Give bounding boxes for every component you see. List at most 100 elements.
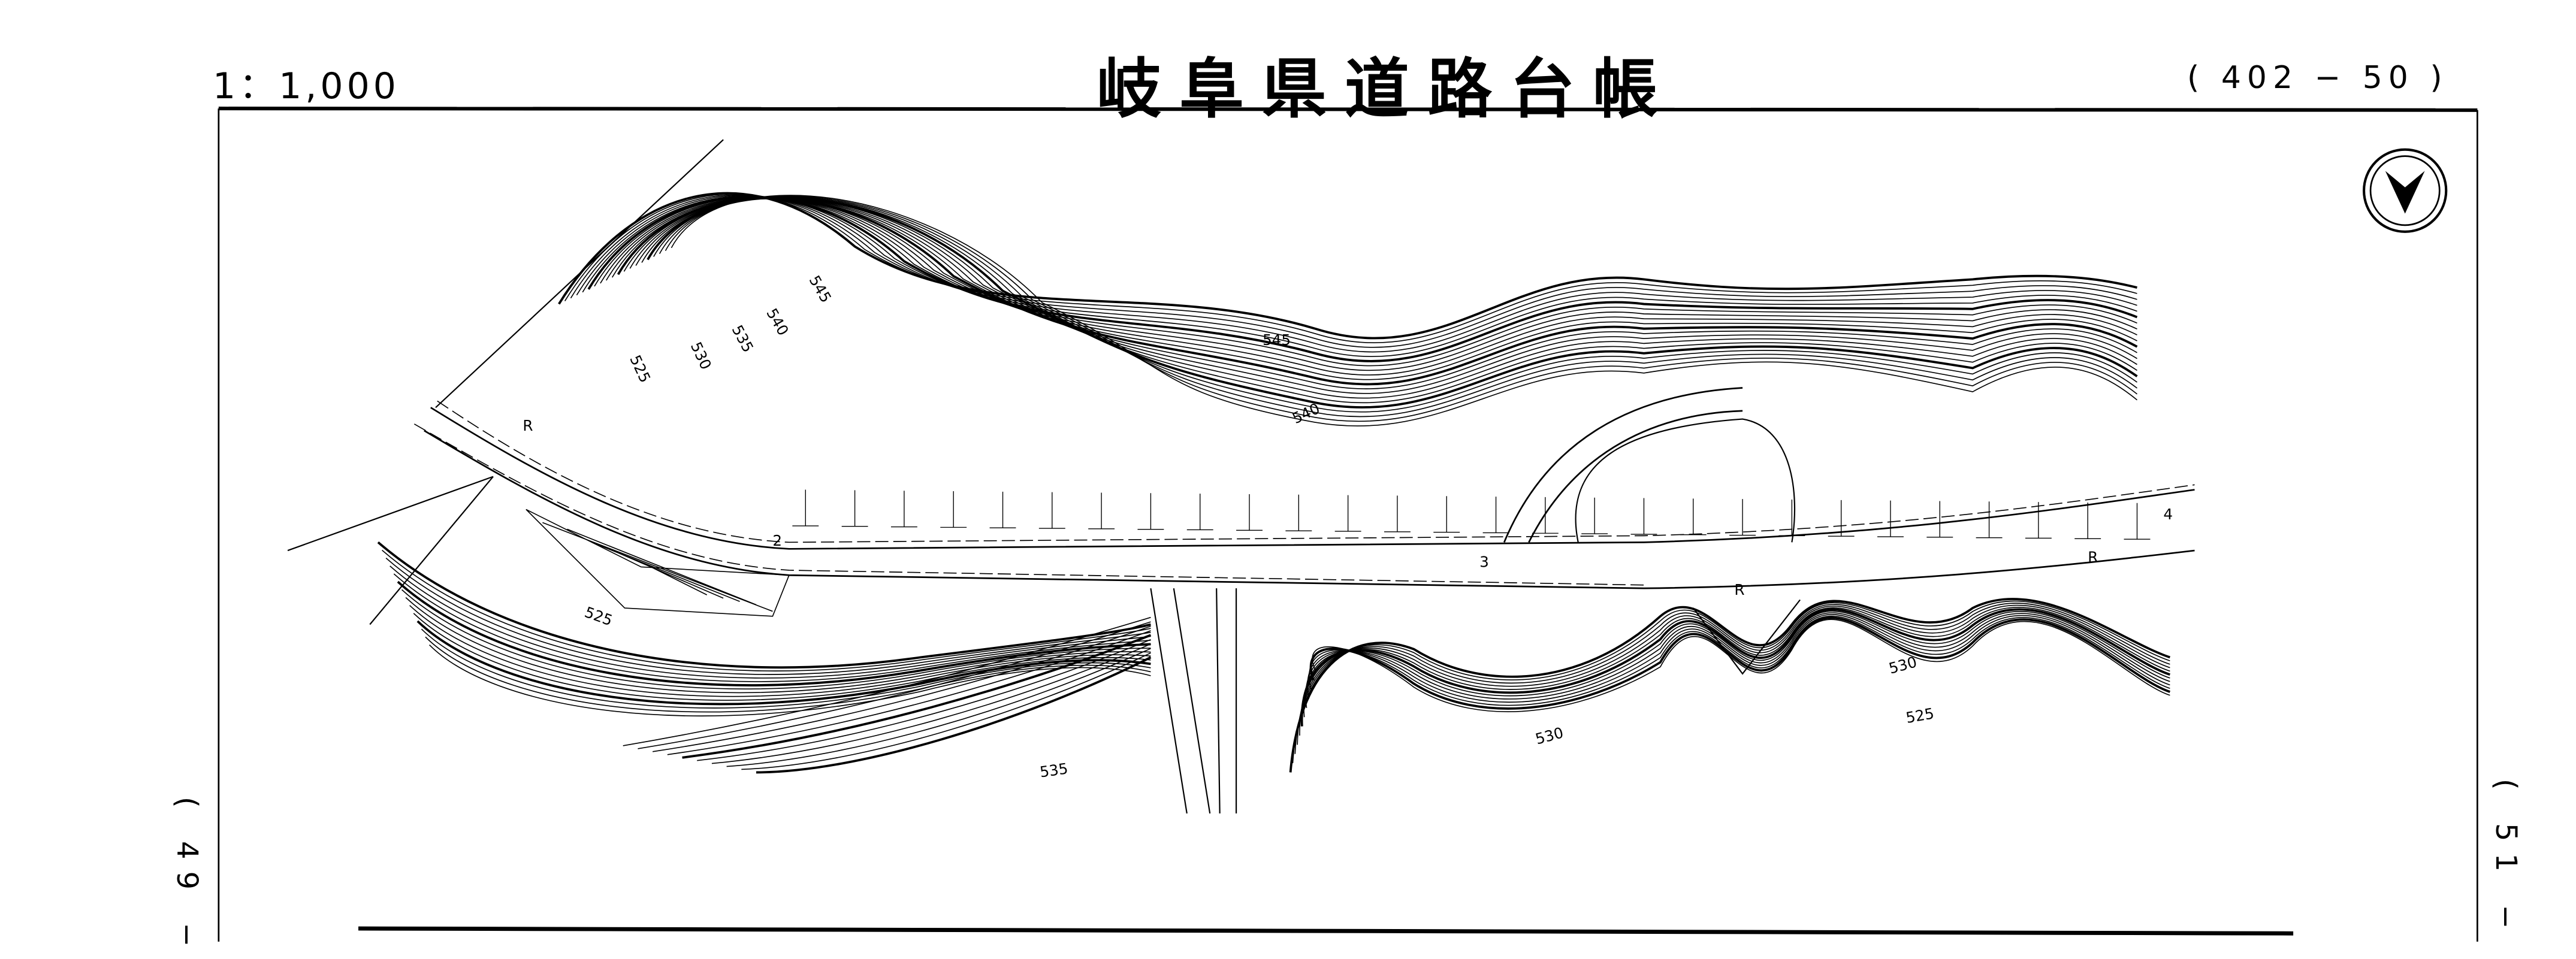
contour-line <box>2025 502 2052 539</box>
contour-label: 530 <box>1533 724 1565 748</box>
contour-line <box>940 491 967 528</box>
contour-line <box>638 621 1151 749</box>
contour-line <box>1778 500 1805 537</box>
contour-line <box>1289 598 2170 773</box>
contour-line <box>1680 498 1707 536</box>
contour-line <box>1309 616 2170 710</box>
contour-labels: 545 540 535 530 525 545 540 525 530 530 … <box>582 273 1935 781</box>
contour-line <box>576 195 2137 353</box>
contour-line <box>641 197 2137 404</box>
contour-line <box>1630 498 1657 535</box>
contour-line <box>401 589 1151 689</box>
contour-line <box>1482 497 1509 534</box>
map-title: 岐阜県道路台帳 <box>1097 52 1676 127</box>
contour-line <box>1433 496 1460 533</box>
contour-line <box>890 491 917 528</box>
contour-line <box>382 549 1151 671</box>
contour-line <box>671 195 2138 426</box>
hatched-area <box>526 509 790 617</box>
contour-line <box>1300 608 2170 727</box>
contour-line <box>600 197 2137 371</box>
contour-line <box>1877 500 1904 537</box>
contour-line <box>389 565 1151 679</box>
contour-label: 545 <box>1263 331 1291 349</box>
contour-line <box>653 196 2137 413</box>
contour-line <box>756 656 1152 774</box>
north-arrow-icon <box>2363 148 2448 233</box>
contour-line <box>1088 492 1115 530</box>
station-number: 3 <box>1479 553 1489 570</box>
road-markers: 2 3 4 R R R <box>523 417 2173 598</box>
contour-line <box>587 195 2138 362</box>
route-marker: R <box>1734 581 1744 598</box>
contour-line <box>416 620 1151 706</box>
contour-label: 525 <box>582 603 615 629</box>
contour-label: 530 <box>687 339 715 372</box>
contour-line <box>617 196 2138 386</box>
contour-label: 540 <box>763 305 792 338</box>
contour-line <box>741 652 1151 770</box>
contour-line <box>1926 501 1953 538</box>
contour-line <box>564 193 2137 343</box>
contour-line <box>1334 495 1361 532</box>
contour-line <box>623 198 2137 389</box>
contour-line <box>409 605 1151 697</box>
contour-line <box>635 197 2137 399</box>
contour-line <box>393 573 1151 682</box>
contour-line <box>1236 494 1263 531</box>
station-number: 2 <box>772 532 782 549</box>
contour-line <box>1384 495 1411 533</box>
road <box>287 139 2195 814</box>
station-number: 4 <box>2163 506 2173 523</box>
route-marker: R <box>2088 548 2098 565</box>
contour-line <box>1305 612 2170 708</box>
contour-line <box>1581 497 1608 534</box>
contour-line <box>1312 619 2170 713</box>
contour-line <box>582 195 2137 358</box>
contour-line <box>385 558 1151 675</box>
contour-line <box>682 634 1152 759</box>
contour-line <box>667 630 1151 755</box>
contour-line <box>1976 501 2003 539</box>
contour-line <box>1297 604 2170 745</box>
contour-label: 525 <box>1904 704 1935 727</box>
contour-line <box>841 490 868 527</box>
contour-line <box>558 192 2137 340</box>
contour-line <box>570 194 2137 348</box>
map-frame <box>218 107 2478 942</box>
contour-line <box>1285 494 1312 531</box>
contour-line <box>1309 615 2170 706</box>
contour-line <box>1828 500 1855 537</box>
contour-label: 525 <box>626 352 654 385</box>
contour-line <box>726 648 1151 767</box>
contour-line <box>421 628 1151 709</box>
contour-label: 545 <box>806 273 835 305</box>
contour-line <box>1299 607 2170 736</box>
contour-line <box>1038 492 1065 529</box>
contour-line <box>1186 494 1213 531</box>
sheet-number: ( 402 − 50 ) <box>2187 60 2448 96</box>
map-scale: 1：1,000 <box>213 65 400 107</box>
contour-line <box>1307 614 2170 703</box>
contour-line <box>606 197 2137 376</box>
contour-line <box>1294 603 2170 754</box>
contour-line <box>405 597 1151 694</box>
contour-line <box>611 197 2137 380</box>
contour-line <box>1303 610 2170 718</box>
contour-label: 535 <box>1038 760 1069 780</box>
contour-line <box>1137 493 1164 530</box>
contour-line <box>792 489 819 527</box>
contour-label: 535 <box>729 322 757 355</box>
contour-line <box>989 491 1016 528</box>
contour-label: 530 <box>1887 653 1919 677</box>
contour-line <box>697 639 1151 761</box>
contour-line <box>397 580 1151 686</box>
contour-line <box>665 195 2138 422</box>
contour-line <box>653 625 1151 752</box>
contour-line <box>711 643 1151 764</box>
contour-line <box>594 196 2137 367</box>
contour-line <box>659 196 2137 418</box>
contour-line <box>623 616 1151 746</box>
contour-line <box>1292 600 2170 764</box>
